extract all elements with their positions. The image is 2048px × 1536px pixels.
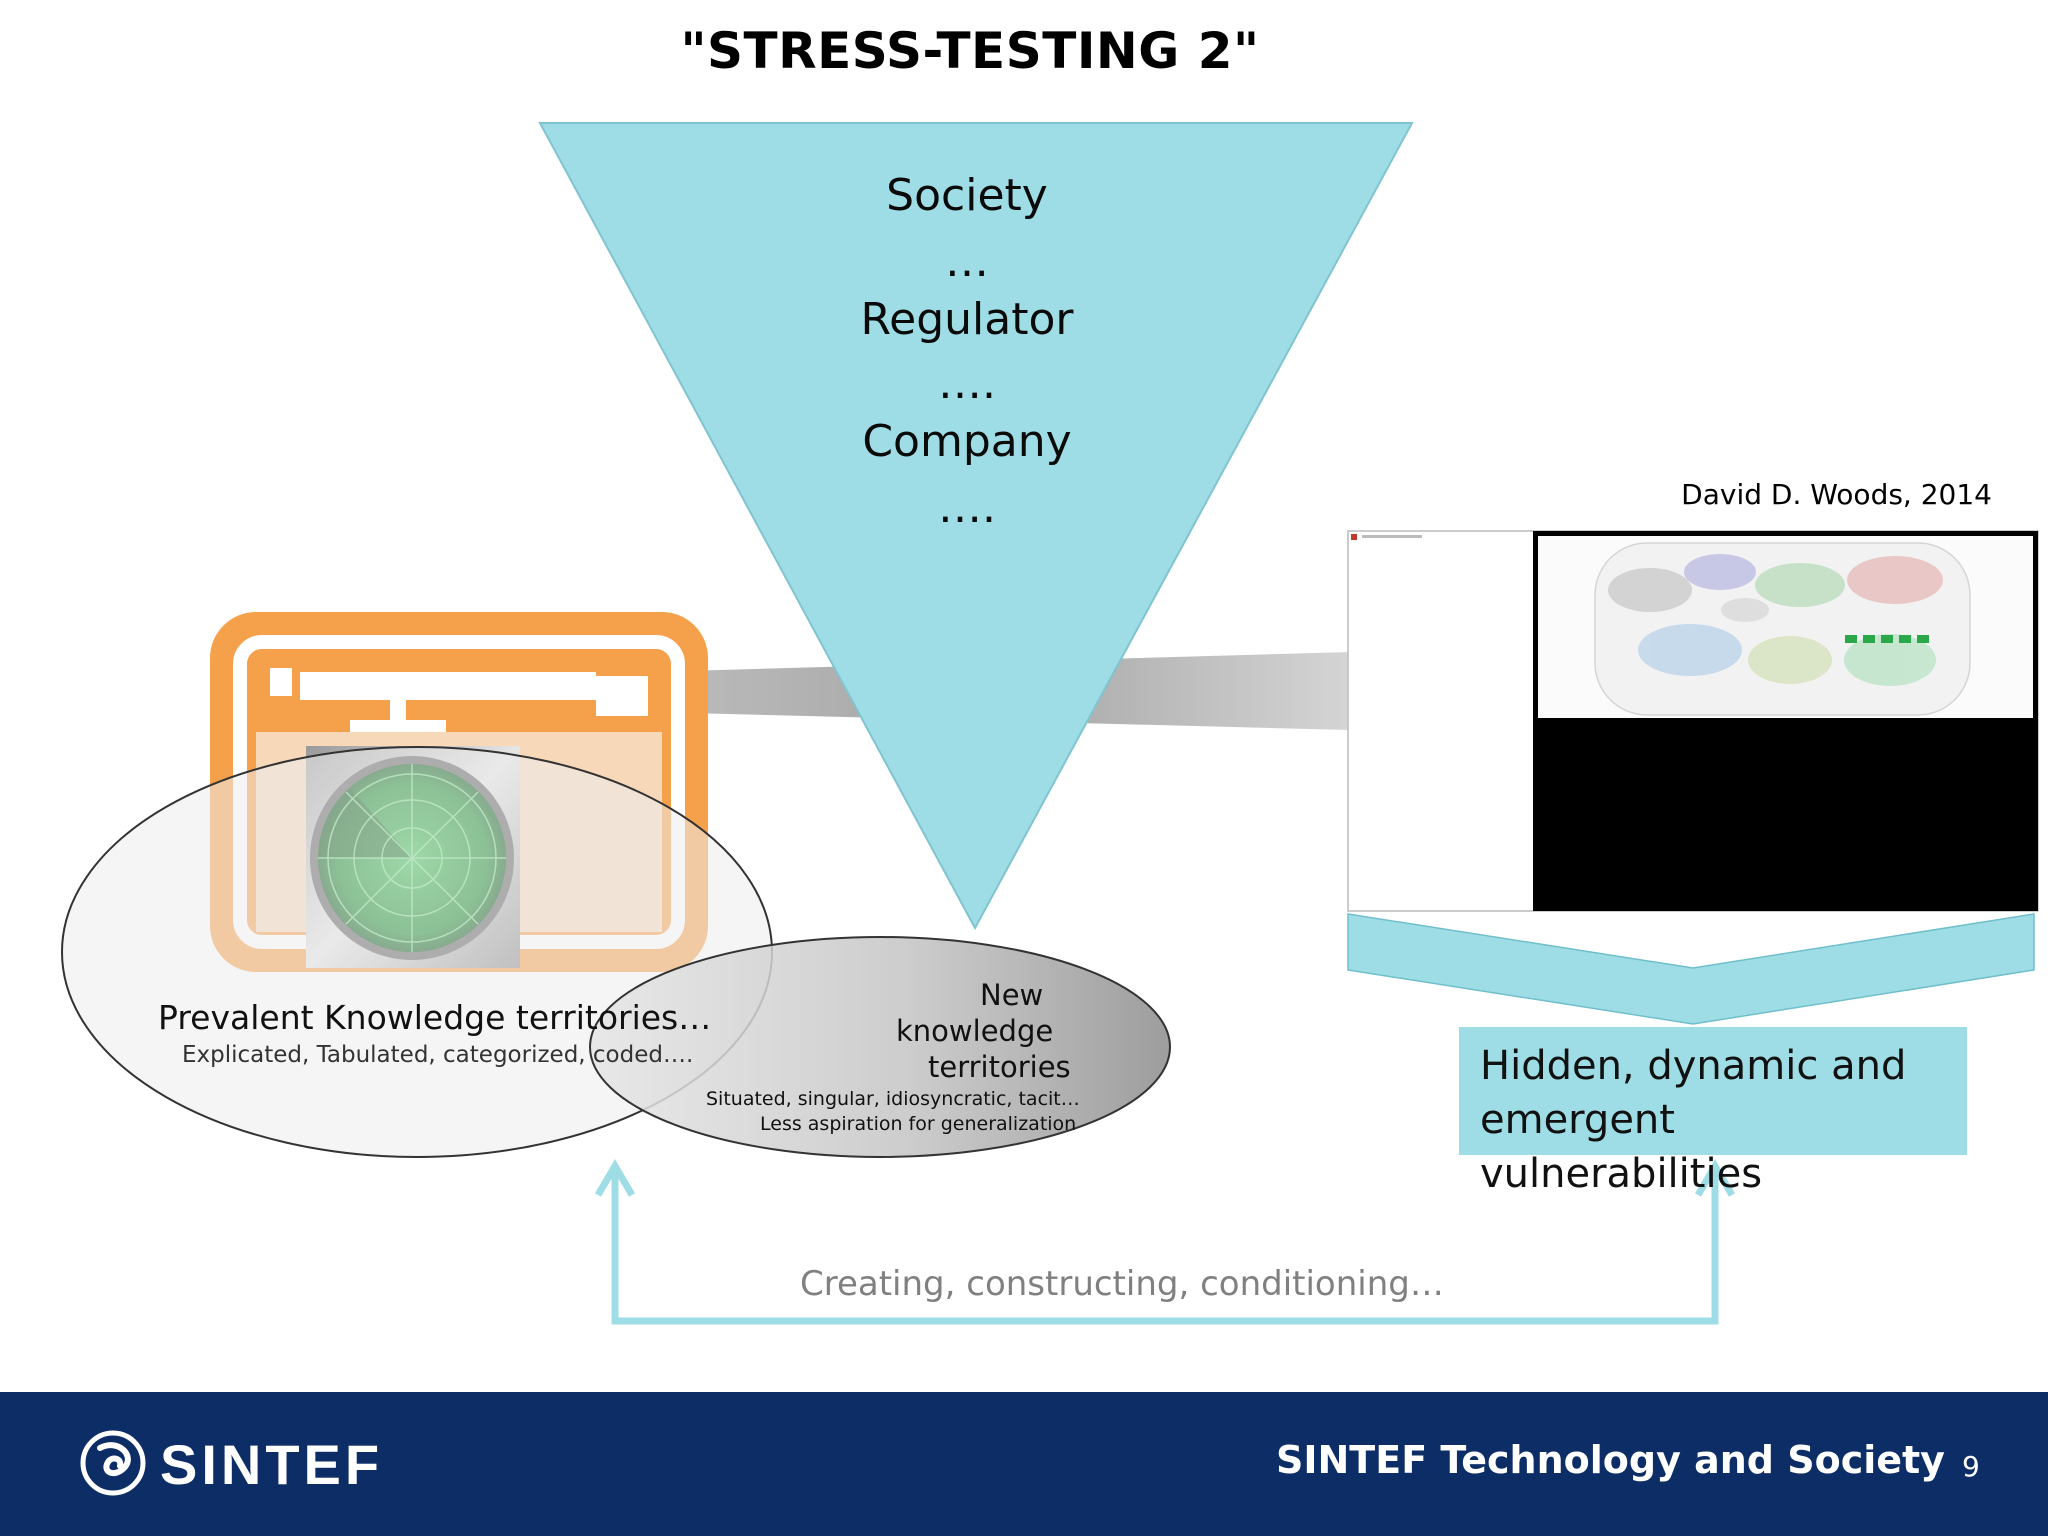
triangle-company: Company — [862, 416, 1072, 467]
triangle-ellipsis-2: …. — [938, 358, 996, 409]
triangle-ellipsis-3: …. — [938, 482, 996, 533]
hidden-box-line1: Hidden, dynamic and — [1480, 1043, 1907, 1089]
prevalent-heading: Prevalent Knowledge territories… — [158, 998, 712, 1037]
new-heading-line2: knowledge — [896, 1014, 1054, 1048]
triangle-ellipsis-1: … — [945, 236, 989, 287]
bottom-caption: Creating, constructing, conditioning… — [800, 1264, 1444, 1304]
woods-diagram-image — [1347, 530, 2039, 912]
footer-bar: SINTEF SINTEF Technology and Society 9 — [0, 1392, 2048, 1536]
new-heading-line1: New — [980, 978, 1044, 1012]
left-arrowhead — [594, 1159, 636, 1197]
hierarchy-triangle — [538, 122, 1414, 931]
slide-title: "STRESS-TESTING 2" — [680, 22, 1260, 80]
new-knowledge-ellipse — [589, 936, 1171, 1158]
prevalent-subheading: Explicated, Tabulated, categorized, code… — [182, 1042, 694, 1068]
hidden-vulnerabilities-box: Hidden, dynamic and emergent vulnerabili… — [1459, 1027, 1967, 1197]
sintef-logo-text: SINTEF — [160, 1433, 384, 1496]
page-number: 9 — [1962, 1450, 1980, 1483]
triangle-society: Society — [886, 170, 1048, 221]
connector-line — [611, 1172, 1719, 1325]
sintef-logo-icon — [80, 1430, 146, 1496]
citation: David D. Woods, 2014 — [1681, 478, 1992, 511]
new-sub-line2: Less aspiration for generalization — [760, 1113, 1077, 1135]
diagram-canvas — [61, 122, 2039, 1325]
new-sub-line1: Situated, singular, idiosyncratic, tacit… — [706, 1088, 1080, 1110]
right-arrowhead — [1694, 1159, 1736, 1197]
down-chevron — [1347, 913, 2035, 1025]
triangle-regulator: Regulator — [860, 294, 1074, 345]
footer-org-name: SINTEF Technology and Society — [1276, 1438, 1945, 1482]
new-heading-line3: territories — [928, 1050, 1071, 1084]
hidden-box-line2: emergent vulnerabilities — [1480, 1097, 1763, 1197]
